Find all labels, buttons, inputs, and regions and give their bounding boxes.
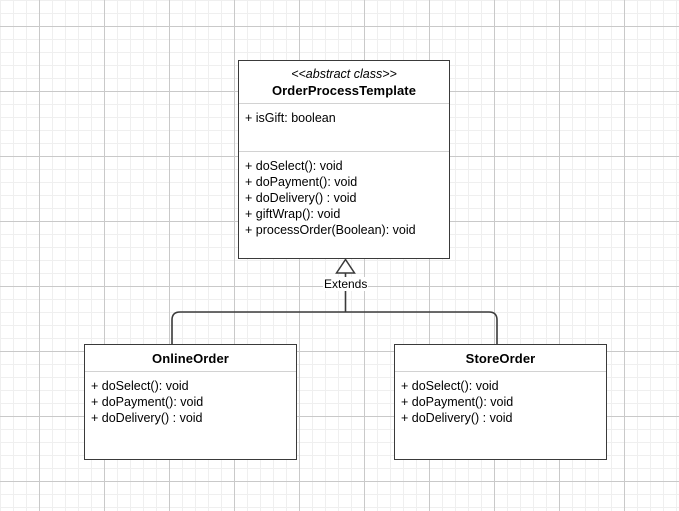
operation-item: + doPayment(): void (91, 395, 204, 409)
operation-item: + doSelect(): void (401, 379, 499, 393)
operation-item: + processOrder(Boolean): void (245, 223, 416, 237)
attributes-compartment-orderprocesstemplate: + isGift: boolean (239, 103, 449, 151)
operation-item: + doSelect(): void (245, 159, 343, 173)
operation-item: + doDelivery() : void (91, 411, 203, 425)
operations-compartment-orderprocesstemplate: + doSelect(): void + doPayment(): void +… (239, 151, 449, 258)
operation-item: + doDelivery() : void (401, 411, 513, 425)
class-name-storeorder: StoreOrder (465, 351, 536, 366)
class-name-orderprocesstemplate: OrderProcessTemplate (271, 83, 417, 98)
class-box-orderprocesstemplate[interactable]: <<abstract class>> OrderProcessTemplate … (238, 60, 450, 259)
operation-item: + doPayment(): void (401, 395, 514, 409)
extends-edge-label: Extends (323, 277, 369, 291)
class-box-storeorder[interactable]: StoreOrder + doSelect(): void + doPaymen… (394, 344, 607, 460)
attribute-item: + isGift: boolean (245, 111, 336, 125)
class-stereotype: <<abstract class>> (291, 67, 397, 81)
operation-item: + giftWrap(): void (245, 207, 341, 221)
hollow-triangle-arrowhead (335, 258, 356, 274)
generalization-branch-right (345, 311, 498, 344)
class-header-onlineorder: OnlineOrder (85, 345, 296, 371)
operation-item: + doSelect(): void (91, 379, 189, 393)
class-header-orderprocesstemplate: <<abstract class>> OrderProcessTemplate (239, 61, 449, 103)
generalization-branch-left (171, 311, 346, 344)
operations-compartment-onlineorder: + doSelect(): void + doPayment(): void +… (85, 371, 296, 430)
operation-item: + doPayment(): void (245, 175, 358, 189)
class-box-onlineorder[interactable]: OnlineOrder + doSelect(): void + doPayme… (84, 344, 297, 460)
class-header-storeorder: StoreOrder (395, 345, 606, 371)
operations-compartment-storeorder: + doSelect(): void + doPayment(): void +… (395, 371, 606, 430)
class-name-onlineorder: OnlineOrder (152, 351, 229, 366)
operation-item: + doDelivery() : void (245, 191, 357, 205)
